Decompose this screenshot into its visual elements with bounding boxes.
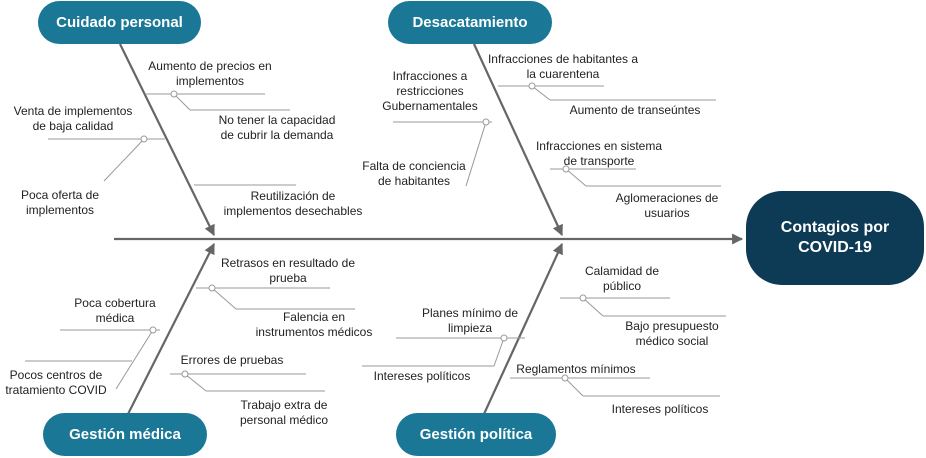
bone-medica	[127, 243, 215, 415]
cause-label: Errores de pruebas	[180, 353, 284, 367]
cause-label: Poca oferta de implementos	[20, 188, 100, 217]
node-politica-1	[579, 294, 587, 302]
node-medica-3	[181, 370, 189, 378]
cause-label: Infracciones en sistema de transporte	[535, 139, 663, 168]
cause-label: Poca cobertura médica	[74, 296, 156, 325]
node-medica-2	[149, 326, 157, 334]
cause-label: Pocos centros de tratamiento COVID	[5, 368, 107, 397]
cause-label: Calamidad de público	[584, 264, 660, 293]
cause-label: Retrasos en resultado de prueba	[220, 256, 356, 285]
cause-label: Venta de implementos de baja calidad	[13, 104, 133, 133]
node-medica-1	[208, 284, 216, 292]
cause-label: Intereses políticos	[373, 369, 471, 383]
category-desacatamiento: Desacatamiento	[388, 1, 552, 44]
cause-label: Intereses políticos	[611, 402, 709, 416]
effect-box: Contagios por COVID-19	[746, 191, 924, 285]
cause-label: Aumento de transeúntes	[569, 103, 701, 117]
cause-label: Aglomeraciones de usuarios	[615, 191, 719, 220]
bone-politica	[483, 243, 563, 415]
node-politica-2	[500, 334, 508, 342]
cause-label: Infracciones de habitantes a la cuarente…	[487, 52, 639, 81]
category-gestion-medica: Gestión médica	[43, 413, 207, 456]
cause-label: Reutilización de implementos desechables	[223, 189, 363, 218]
cause-label: Infracciones a restricciones Gubernament…	[382, 69, 478, 113]
bone-cuidado	[119, 43, 215, 236]
node-cuidado-1	[170, 90, 178, 98]
cause-label: Aumento de precios en implementos	[148, 59, 272, 88]
cause-label: Planes mínimo de limpieza	[421, 306, 519, 335]
cause-label: Bajo presupuesto médico social	[625, 319, 719, 348]
cause-label: Reglamentos mínimos	[516, 362, 636, 376]
category-cuidado-personal: Cuidado personal	[38, 1, 201, 44]
cause-label: Falencia en instrumentos médicos	[255, 310, 373, 339]
effect-label: Contagios por COVID-19	[780, 219, 890, 256]
category-gestion-politica: Gestión política	[396, 413, 556, 456]
node-desac-2	[482, 118, 490, 126]
node-politica-3	[561, 374, 569, 382]
node-desac-3	[562, 165, 570, 173]
node-cuidado-2	[140, 135, 148, 143]
cause-label: Falta de conciencia de habitantes	[362, 159, 466, 188]
bone-desacatamiento	[473, 43, 563, 236]
cause-label: Trabajo extra de personal médico	[239, 398, 329, 427]
cause-label: No tener la capacidad de cubrir la deman…	[218, 113, 336, 142]
node-desac-1	[528, 82, 536, 90]
